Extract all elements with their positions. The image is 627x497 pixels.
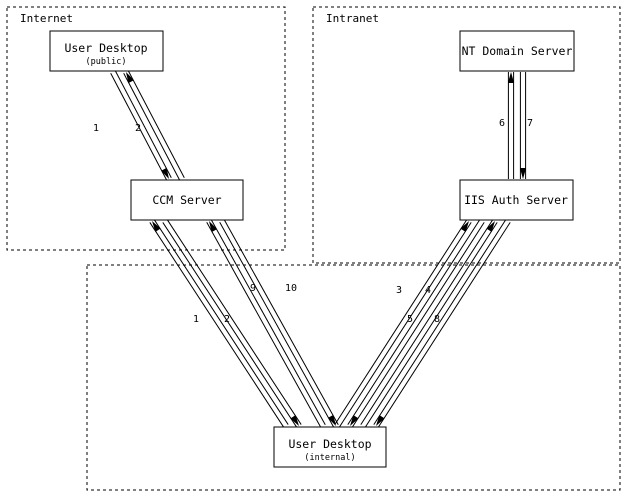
flow-flow-8 (373, 219, 511, 428)
flow-flow-3 (334, 219, 472, 428)
flow-line-flow-1-public-b (114, 70, 172, 179)
flow-flow-2-public (123, 70, 185, 181)
zone-intranet: Intranet (312, 6, 621, 264)
node-iis-auth-server[interactable]: IIS Auth Server (459, 179, 574, 221)
zone-boundary-internet (6, 6, 286, 251)
node-nt-domain-server[interactable]: NT Domain Server (459, 30, 575, 72)
flow-arrowhead-flow-1-internal (152, 221, 161, 232)
step-label-flow-3: 3 (396, 285, 402, 296)
node-box-user-desktop-public[interactable] (49, 30, 164, 72)
step-label-flow-9: 9 (250, 283, 256, 294)
node-label-user-desktop-internal: User Desktop (288, 437, 371, 451)
node-box-iis-auth-server[interactable] (459, 179, 574, 221)
node-box-ccm-server[interactable] (130, 179, 244, 221)
node-sublabel-user-desktop-internal: (internal) (304, 453, 355, 463)
node-user-desktop-internal[interactable]: User Desktop (internal) (273, 426, 387, 468)
flow-flow-5 (360, 219, 498, 428)
node-ccm-server[interactable]: CCM Server (130, 179, 244, 221)
zone-internet: Internet (6, 6, 286, 251)
flow-arrowhead-flow-9 (209, 221, 218, 233)
step-label-flow-2-public: 2 (135, 123, 141, 134)
flow-line-flow-2-public-b (123, 72, 181, 181)
flow-flow-6 (507, 72, 515, 179)
flow-arrowhead-flow-7 (519, 168, 527, 179)
flow-line-flow-5-a (364, 222, 498, 428)
flow-line-flow-8-a (373, 219, 507, 425)
zone-boundary-intranet (312, 6, 621, 264)
flow-line-flow-1-internal-b (149, 222, 285, 428)
node-box-nt-domain-server[interactable] (459, 30, 575, 72)
flow-flow-9 (206, 219, 326, 428)
step-label-flow-10: 10 (285, 283, 297, 294)
node-label-nt-domain-server: NT Domain Server (462, 44, 573, 58)
flow-line-flow-8-b (377, 222, 511, 428)
step-label-flow-5: 5 (407, 314, 413, 325)
step-label-flow-1-public: 1 (93, 123, 99, 134)
zone-boundary-internal (86, 264, 621, 491)
step-labels-group: 1 2 6 7 1 2 9 10 3 4 5 8 (93, 118, 533, 325)
node-sublabel-user-desktop-public: (public) (86, 57, 127, 67)
flow-arrowhead-flow-2-internal (290, 415, 299, 426)
step-label-flow-6: 6 (499, 118, 505, 129)
flow-flow-1-public (110, 70, 172, 181)
zone-label-internet: Internet (20, 12, 73, 25)
flow-arrowhead-flow-4 (350, 415, 359, 426)
zone-internal (86, 264, 621, 491)
node-box-user-desktop-internal[interactable] (273, 426, 387, 468)
flow-line-flow-10-a (219, 222, 335, 428)
node-label-ccm-server: CCM Server (152, 193, 221, 207)
step-label-flow-7: 7 (527, 118, 533, 129)
flow-flow-10 (219, 219, 339, 428)
flow-flow-1-internal (149, 219, 289, 428)
flow-line-flow-9-b (206, 222, 322, 428)
flow-line-flow-2-internal-a (162, 222, 298, 428)
step-label-flow-1-internal: 1 (193, 314, 199, 325)
step-label-flow-4: 4 (425, 285, 431, 296)
flow-line-flow-9-a (210, 219, 326, 425)
flow-flow-4 (347, 219, 485, 428)
flow-line-flow-2-public-a (127, 70, 185, 179)
flow-line-flow-1-internal-a (153, 219, 289, 425)
step-label-flow-2-internal: 2 (224, 314, 230, 325)
flow-line-flow-3-a (338, 222, 472, 428)
node-boxes-group: User Desktop (public) CCM Server NT Domain … (49, 30, 575, 468)
flow-arrows-group (110, 70, 527, 428)
node-user-desktop-public[interactable]: User Desktop (public) (49, 30, 164, 72)
flow-arrowhead-flow-5 (486, 221, 495, 232)
flow-flow-2-internal (162, 219, 302, 428)
flow-line-flow-2-internal-b (166, 219, 302, 425)
node-label-user-desktop-public: User Desktop (64, 41, 147, 55)
flow-arrowhead-flow-3 (460, 221, 469, 232)
zone-boundaries-group: Internet Intranet (6, 6, 621, 491)
flow-line-flow-3-b (334, 219, 468, 425)
flow-line-flow-10-b (223, 219, 339, 425)
flow-line-flow-4-b (351, 222, 485, 428)
flow-arrowhead-flow-8 (376, 415, 385, 426)
flow-arrowhead-flow-10 (327, 414, 336, 426)
flow-arrowhead-flow-2-public (126, 72, 134, 84)
flow-line-flow-5-b (360, 219, 494, 425)
step-label-flow-8: 8 (434, 314, 440, 325)
flow-line-flow-1-public-a (110, 72, 168, 181)
zone-label-intranet: Intranet (326, 12, 379, 25)
flow-flow-7 (519, 72, 527, 179)
flow-arrowhead-flow-6 (507, 72, 515, 83)
flow-arrowhead-flow-1-public (161, 167, 169, 179)
flow-line-flow-4-a (347, 219, 481, 425)
node-label-iis-auth-server: IIS Auth Server (464, 193, 568, 207)
